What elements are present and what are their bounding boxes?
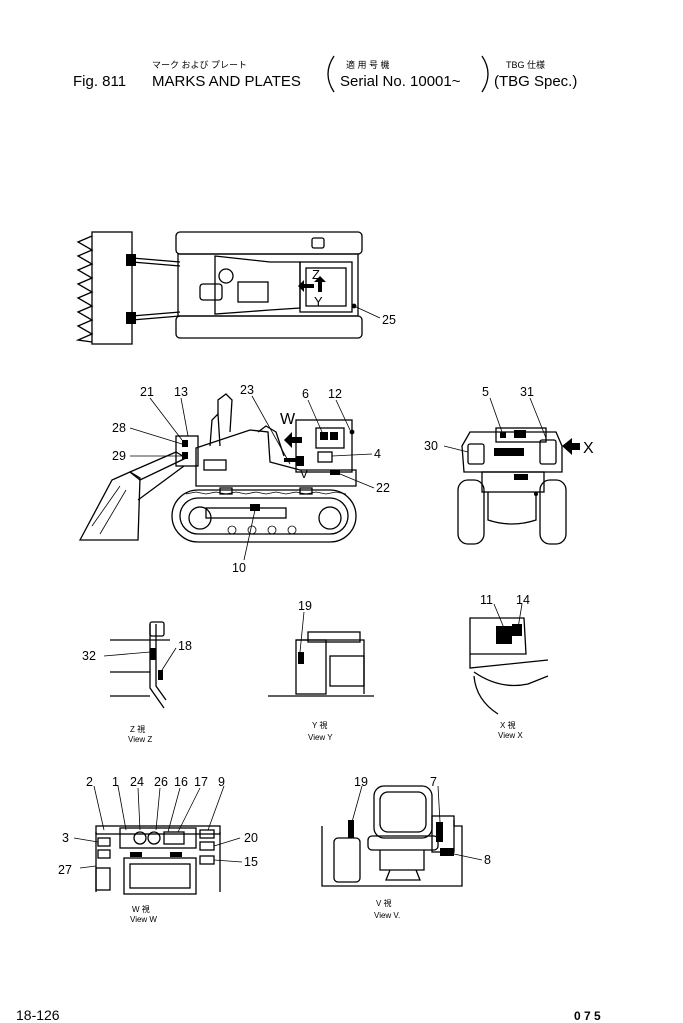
view-w-panel [123, 857, 197, 895]
view-y-en: View Y [308, 733, 333, 742]
callout-4: 4 [374, 447, 381, 461]
view-y: 19 Y 視 View Y [268, 599, 374, 742]
footer: 18-126 0 7 5 [16, 1007, 601, 1023]
title-jp: マーク および プレート [152, 60, 247, 70]
callout-24: 24 [130, 775, 144, 789]
callout-18: 18 [178, 639, 192, 653]
callout-16: 16 [174, 775, 188, 789]
view-letter-w: W [280, 411, 296, 428]
callout-20: 20 [244, 831, 258, 845]
fig-label: Fig. 811 [73, 73, 126, 90]
callout-8: 8 [484, 853, 491, 867]
view-letter-y-plan: Y [314, 294, 323, 309]
callout-5: 5 [482, 385, 489, 399]
plan-track-bottom [175, 315, 363, 339]
view-x: 11 14 X 視 View X [469, 593, 549, 740]
view-v-jp: V 視 [376, 899, 392, 908]
view-x-panel [469, 617, 527, 655]
view-z: 32 18 Z 視 View Z [82, 621, 192, 744]
callout-23: 23 [240, 383, 254, 397]
callout-10: 10 [232, 561, 246, 575]
view-w: 2 1 24 26 16 17 9 3 20 27 15 W 視 View W [58, 775, 258, 924]
view-v-seat-back [373, 785, 433, 839]
callout-3: 3 [62, 831, 69, 845]
view-z-jp: Z 視 [130, 725, 145, 734]
view-w-en: View W [130, 915, 157, 924]
view-v-box [333, 837, 361, 883]
view-v: 19 7 8 V 視 View V. [321, 775, 491, 920]
rear-track-right [539, 479, 567, 545]
serial-en: Serial No. 10001~ [340, 73, 461, 90]
side-arm-post [175, 435, 199, 467]
view-z-en: View Z [128, 735, 152, 744]
callout-32: 32 [82, 649, 96, 663]
view-v-en: View V. [374, 911, 400, 920]
callout-19a: 19 [298, 599, 312, 613]
plan-bucket-teeth [75, 235, 94, 343]
callout-6: 6 [302, 387, 309, 401]
view-letter-z-plan: Z [312, 267, 320, 282]
callout-29: 29 [112, 449, 126, 463]
header: マーク および プレート Fig. 811 MARKS AND PLATES 適… [73, 55, 577, 93]
view-letter-v: V [300, 467, 308, 481]
footer-code: 0 7 5 [574, 1009, 601, 1023]
plan-track-top [175, 231, 363, 255]
arrow-w-icon [284, 432, 302, 448]
callout-21: 21 [140, 385, 154, 399]
callout-27: 27 [58, 863, 72, 877]
plan-cap [218, 268, 234, 284]
plan-bucket [91, 231, 133, 345]
side-view: W V 21 13 28 29 23 6 12 4 [78, 383, 390, 575]
side-exhaust [217, 393, 233, 433]
callout-26: 26 [154, 775, 168, 789]
callout-31: 31 [520, 385, 534, 399]
arrow-z-icon [298, 280, 314, 292]
bracket-right [481, 55, 489, 93]
view-y-jp: Y 視 [312, 721, 327, 730]
callout-25: 25 [382, 313, 396, 327]
spec-jp: TBG 仕様 [506, 59, 545, 70]
bracket-left [327, 55, 335, 93]
view-z-post [149, 624, 165, 709]
callout-1: 1 [112, 775, 119, 789]
side-bucket [78, 471, 141, 541]
side-body [195, 429, 357, 487]
title-en: MARKS AND PLATES [152, 73, 301, 90]
callout-15: 15 [244, 855, 258, 869]
callout-9: 9 [218, 775, 225, 789]
callout-22: 22 [376, 481, 390, 495]
serial-jp: 適 用 号 機 [346, 59, 390, 70]
callout-17: 17 [194, 775, 208, 789]
callout-12: 12 [328, 387, 342, 401]
rear-track-left [457, 479, 485, 545]
view-x-jp: X 視 [500, 721, 516, 730]
callout-11: 11 [480, 593, 493, 607]
view-x-en: View X [498, 731, 523, 740]
callout-30: 30 [424, 439, 438, 453]
spec-en: (TBG Spec.) [494, 73, 577, 90]
callout-2: 2 [86, 775, 93, 789]
callout-28: 28 [112, 421, 126, 435]
callout-13: 13 [174, 385, 188, 399]
page-number: 18-126 [16, 1007, 60, 1023]
callout-14: 14 [516, 593, 530, 607]
rear-view: X 5 31 30 [424, 385, 594, 545]
arrow-x-icon [562, 438, 580, 455]
plan-body [177, 253, 359, 317]
side-cab [295, 419, 353, 473]
callout-7: 7 [430, 775, 437, 789]
view-letter-x: X [583, 440, 594, 457]
view-w-console [119, 827, 197, 849]
arrow-y-icon [314, 276, 326, 292]
plan-view: Z Y 25 [75, 231, 396, 345]
view-w-jp: W 視 [132, 905, 150, 914]
side-track [171, 489, 357, 543]
callout-19b: 19 [354, 775, 368, 789]
view-y-panel [295, 639, 327, 695]
